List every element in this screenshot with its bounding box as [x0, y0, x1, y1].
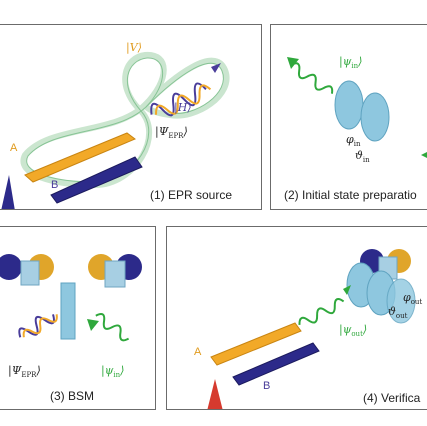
- initial-state-illustration: [287, 57, 427, 158]
- label-crystal-a: A: [10, 142, 18, 154]
- label-psi-in: |ψin⟩: [339, 55, 363, 71]
- label-crystal-b-verification: B: [263, 380, 271, 392]
- panel-initial-state-preparation: |ψin⟩ φin ϑin (2) Initial state preparat…: [270, 24, 427, 210]
- input-photon-wave: [287, 57, 334, 94]
- output-photon-wave: [298, 285, 351, 325]
- pump-pulse-verification: [207, 379, 223, 409]
- panel-bsm: |ΨEPR⟩ |ψin⟩ (3) BSM: [0, 226, 156, 410]
- verification-illustration: [207, 249, 416, 409]
- label-crystal-b: B: [51, 179, 59, 191]
- pump-pulse: [1, 175, 15, 209]
- label-psi-in-bsm: |ψin⟩: [101, 364, 125, 380]
- label-h-state: |H⟩: [174, 101, 192, 114]
- crystal-b: [50, 156, 143, 204]
- label-v-state: |V⟩: [126, 41, 142, 54]
- waveplate-theta-in: [360, 92, 390, 142]
- label-psi-out: |ψout⟩: [339, 323, 368, 339]
- caption-bsm: (3) BSM: [50, 389, 95, 403]
- panel-verification: |ψout⟩ φout ϑout A B (4) Verifica: [166, 226, 427, 410]
- label-psi-epr-bsm: |ΨEPR⟩: [8, 364, 41, 380]
- caption-epr-source: (1) EPR source: [150, 188, 233, 202]
- epr-source-illustration: [1, 51, 230, 209]
- detectors-left: [0, 254, 54, 286]
- crystal-a: [24, 132, 136, 183]
- label-theta-out: ϑout: [388, 305, 408, 321]
- beam-splitter: [60, 282, 76, 340]
- label-psi-epr: |ΨEPR⟩: [155, 125, 188, 141]
- waveplate-phi-in: [334, 80, 364, 130]
- label-phi-out: φout: [403, 291, 423, 307]
- label-phi-in: φin: [346, 133, 361, 149]
- label-crystal-a-verification: A: [194, 346, 202, 358]
- photon-cone-glow: [20, 51, 167, 189]
- input-photon-wave-bsm: [87, 313, 130, 342]
- output-photon-arrow: [421, 152, 427, 158]
- epr-photon-wave-bsm: [18, 314, 58, 338]
- caption-initial-state: (2) Initial state preparatio: [284, 188, 417, 202]
- bsm-illustration: [0, 254, 142, 342]
- caption-verification: (4) Verifica: [363, 391, 421, 405]
- epr-photon-wave: [150, 63, 221, 117]
- crystal-b-verification: [232, 342, 320, 386]
- detectors-right: [88, 254, 142, 288]
- crystal-a-verification: [210, 322, 302, 366]
- label-theta-in: ϑin: [355, 149, 370, 165]
- panel-epr-source: |V⟩ |H⟩ |ΨEPR⟩ A B (1) EPR source: [0, 24, 262, 210]
